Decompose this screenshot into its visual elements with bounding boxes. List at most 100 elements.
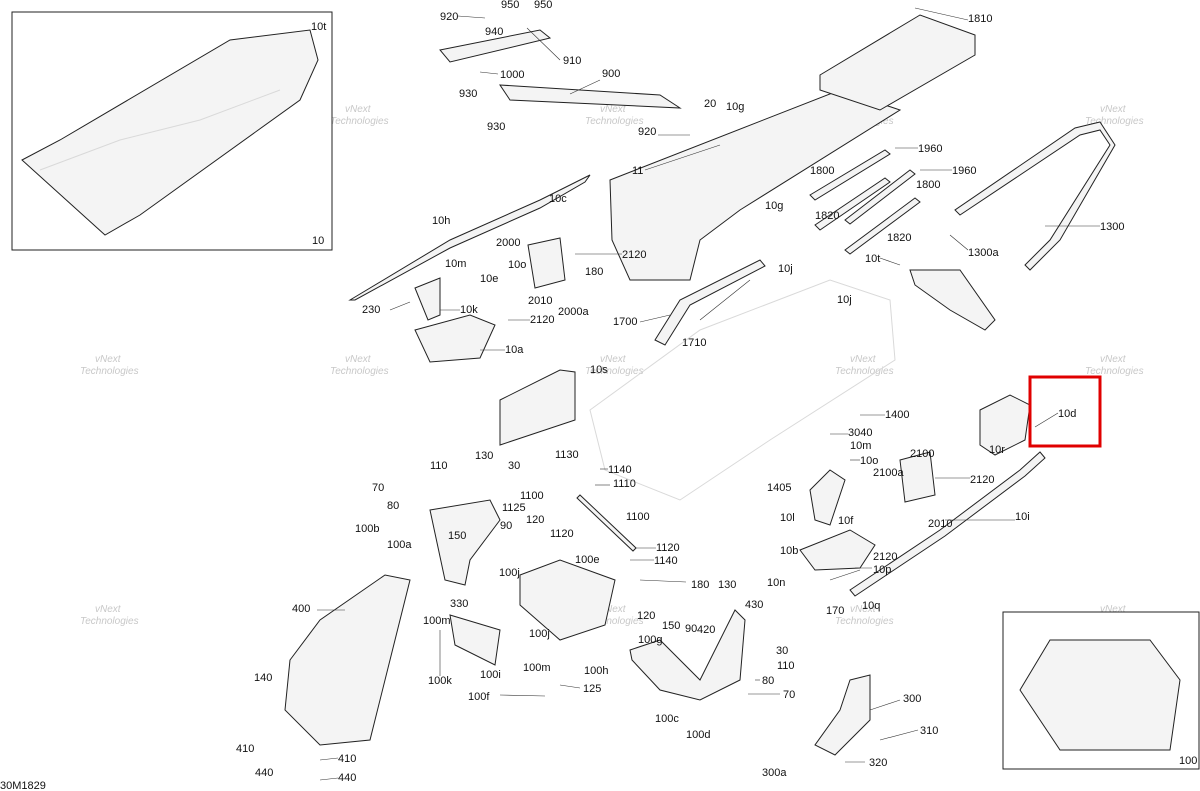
callout-label: 100i [480,669,501,681]
callout-label: 950 [501,0,519,11]
callout-label: 100m [423,615,451,627]
callout-label: 130 [718,579,736,591]
radiator-part [899,451,936,503]
callout-label: 440 [255,767,273,779]
callout-label: 10e [480,273,498,285]
callout-label: 10o [508,259,526,271]
callout-label: 230 [362,304,380,316]
rail-part [499,84,682,109]
rod-part [844,197,921,255]
inset-frame-bottom: 100 [1002,611,1200,770]
callout-label: 1820 [887,232,911,244]
watermark-text: Technologies [330,366,389,377]
callout-label: 300a [762,767,787,779]
callout-label: 1405 [767,482,791,494]
inset-label: 100 [1179,755,1197,767]
callout-label: 100m [523,662,551,674]
callout-label: 930 [459,88,477,100]
callout-label: 1810 [968,13,992,25]
leader-lines [317,7,1100,781]
watermark-text: Technologies [330,116,389,127]
callout-label: 2000 [496,237,520,249]
ghost-tunnel [589,279,896,501]
callout-label: 1400 [885,409,909,421]
callout-label: 1120 [550,528,574,540]
callout-label: 1960 [952,165,976,177]
callout-label: 1820 [815,210,839,222]
inset-frame-top: 10t 10 [11,11,333,251]
parts [284,14,1116,756]
callout-label: 1800 [916,179,940,191]
figure-code: 30M1829 [0,780,46,791]
callout-label: 100c [655,713,679,725]
callout-label: 1300 [1100,221,1124,233]
callout-label: 80 [387,500,399,512]
callout-label: 2100a [873,467,904,479]
callout-label: 410 [236,743,254,755]
callout-label: 430 [745,599,763,611]
callout-label: 10n [767,577,785,589]
callout-label: 10j [778,263,793,275]
callout-label: 10c [549,193,567,205]
callout-label: 30 [776,645,788,657]
callout-label: 10g [726,101,744,113]
callout-label: 100j [529,628,550,640]
callout-label: 10b [780,545,798,557]
bracket-part [809,469,846,526]
callout-label: 30 [508,460,520,472]
callout-label: 440 [338,772,356,784]
callout-label: 10g [765,200,783,212]
callout-label: 2120 [970,474,994,486]
callout-label: 1120 [656,542,680,554]
callout-label: 100g [638,634,662,646]
callout-label: 10f [838,515,854,527]
callout-label: 10l [780,512,795,524]
callout-label: 70 [372,482,384,494]
callout-label: 10h [432,215,450,227]
watermark-text: vNext [1100,104,1127,115]
rail-part [348,174,591,301]
callout-label: 10d [1058,408,1076,420]
bracket-part [814,674,871,756]
callout-label: 410 [338,753,356,765]
callout-label: 1110 [613,478,636,490]
tunnel-part [609,89,902,281]
callout-label: 310 [920,725,938,737]
callout-label: 1800 [810,165,834,177]
callout-label: 2120 [622,249,646,261]
callout-label: 100a [387,539,412,551]
callout-label: 2010 [928,518,952,530]
callout-label: 1100 [626,511,650,523]
watermark-text: vNext [95,354,122,365]
callout-label: 20 [704,98,716,110]
callout-label: 100k [428,675,452,687]
radiator-part [499,369,576,446]
callout-label: 10j [837,294,852,306]
bracket-part [799,529,876,571]
callout-label: 2100 [910,448,934,460]
front-frame-part [284,574,411,746]
callout-label: 10i [1015,511,1030,523]
callout-label: 70 [783,689,795,701]
callout-label: 1700 [613,316,637,328]
watermark-text: Technologies [1085,366,1144,377]
tunnel-part [21,29,319,236]
watermark-text: vNext [600,104,627,115]
callout-label: 1125 [502,502,526,514]
watermark-text: vNext [95,604,122,615]
callout-label: 11 [632,165,643,177]
callout-label: 920 [638,126,656,138]
watermark-text: vNext [345,354,372,365]
callout-label: 940 [485,26,503,38]
rod-part [844,169,916,225]
callout-label: 3040 [848,427,872,439]
callout-label: 10r [989,444,1005,456]
callout-label: 950 [534,0,552,11]
callout-label: 170 [826,605,844,617]
callout-label: 320 [869,757,887,769]
callout-label: 1300a [968,247,999,259]
callout-label: 150 [448,530,466,542]
callout-label: 10m [445,258,466,270]
plate-part [519,559,616,641]
